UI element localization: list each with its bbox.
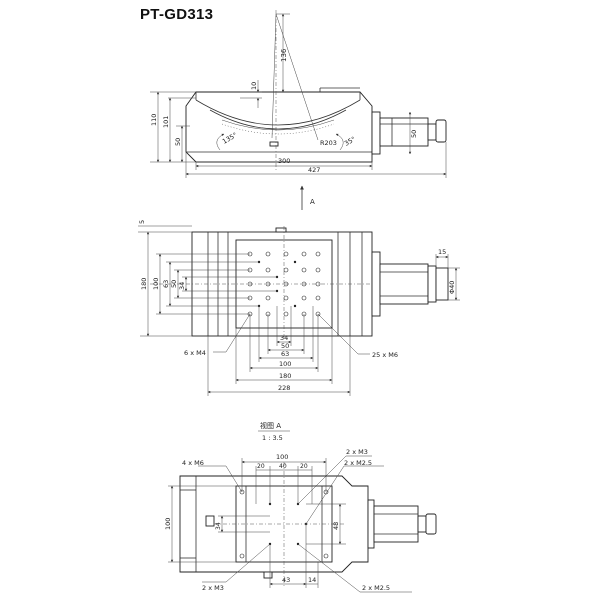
cradle-arc-outer (195, 99, 361, 126)
dim-34-left: 34 (178, 282, 186, 290)
dim-43: 43 (282, 576, 290, 584)
dim-10: 10 (250, 82, 258, 90)
dim-34-a: 34 (215, 522, 222, 530)
leader-2xm25-top (305, 465, 384, 525)
label-4xm6: 4 x M6 (182, 459, 204, 467)
dim-300: 300 (278, 157, 290, 165)
dim-50-left: 50 (170, 280, 178, 288)
dim-100-top: 100 (276, 453, 288, 461)
label-2xm3-bottom: 2 x M3 (202, 584, 224, 592)
front-view: 136 10 110 101 50 50 135° 35° R203 300 4 (150, 10, 447, 210)
dim-15: 15 (438, 248, 446, 256)
view-arrow-label: A (310, 198, 315, 206)
dim-5: 5 (138, 220, 146, 224)
dim-14: 14 (308, 576, 316, 584)
dim-180-bottom: 180 (279, 372, 291, 380)
dim-136: 136 (280, 48, 288, 62)
angle-scale (221, 119, 335, 135)
motor-top (371, 251, 449, 317)
dim-100-left: 100 (152, 278, 160, 290)
motor-assembly (371, 111, 447, 155)
dim-110: 110 (150, 114, 158, 126)
dim-50-left: 50 (174, 138, 182, 146)
leader-m6 (317, 313, 370, 355)
label-6xm4: 6 x M4 (184, 349, 206, 357)
dim-50-bottom: 50 (281, 342, 289, 350)
label-2xm25-top: 2 x M2.5 (344, 459, 372, 467)
dim-48: 48 (332, 522, 340, 530)
dim-63-left: 63 (162, 280, 170, 288)
label-25xm6: 25 x M6 (372, 351, 398, 359)
label-2xm25-bottom: 2 x M2.5 (362, 584, 390, 592)
dim-40: 40 (279, 463, 287, 470)
dim-101: 101 (162, 116, 170, 128)
dim-20-left: 20 (257, 463, 265, 470)
dim-50-right: 50 (410, 130, 418, 138)
leader-m4 (213, 313, 251, 353)
label-2xm3-top: 2 x M3 (346, 448, 368, 456)
view-a-title: 视图 A (260, 421, 281, 430)
dim-100-bottom: 100 (279, 360, 291, 368)
dim-63-bottom: 63 (281, 350, 289, 358)
leader-2xm3-bottom (202, 543, 271, 583)
radius-r203: R203 (320, 139, 337, 147)
dim-phi40: Φ40 (448, 281, 456, 294)
drawing-title: PT-GD313 (140, 6, 214, 23)
leader-2xm25-bottom (297, 543, 412, 593)
top-view: 5 180 100 63 50 34 15 Φ40 34 (138, 220, 460, 396)
leader-4xm6 (198, 465, 243, 493)
view-a-scale: 1 : 3.5 (262, 434, 283, 442)
index-mark (269, 141, 279, 147)
dim-20-right: 20 (300, 463, 308, 470)
goniometer-body-outline (185, 91, 373, 163)
dim-427: 427 (308, 166, 320, 174)
dim-34-bottom: 34 (280, 334, 288, 342)
view-a: 视图 A 1 : 3.5 100 (164, 421, 437, 593)
motor-view-a (367, 499, 437, 549)
dim-228: 228 (278, 384, 290, 392)
cradle-arc-inner (209, 109, 347, 130)
dim-100-left-a: 100 (164, 518, 172, 530)
leader-2xm3-top (297, 455, 372, 505)
dim-180-left: 180 (140, 278, 148, 290)
